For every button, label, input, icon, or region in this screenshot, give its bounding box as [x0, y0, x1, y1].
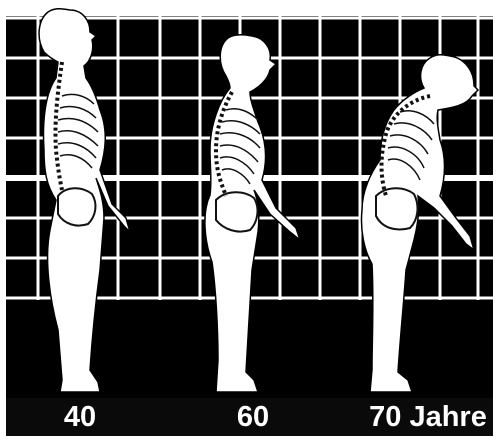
age-label-70-jahre: 70 Jahre	[369, 401, 487, 433]
age-label-60: 60	[237, 401, 269, 433]
age-label-40: 40	[64, 401, 96, 433]
